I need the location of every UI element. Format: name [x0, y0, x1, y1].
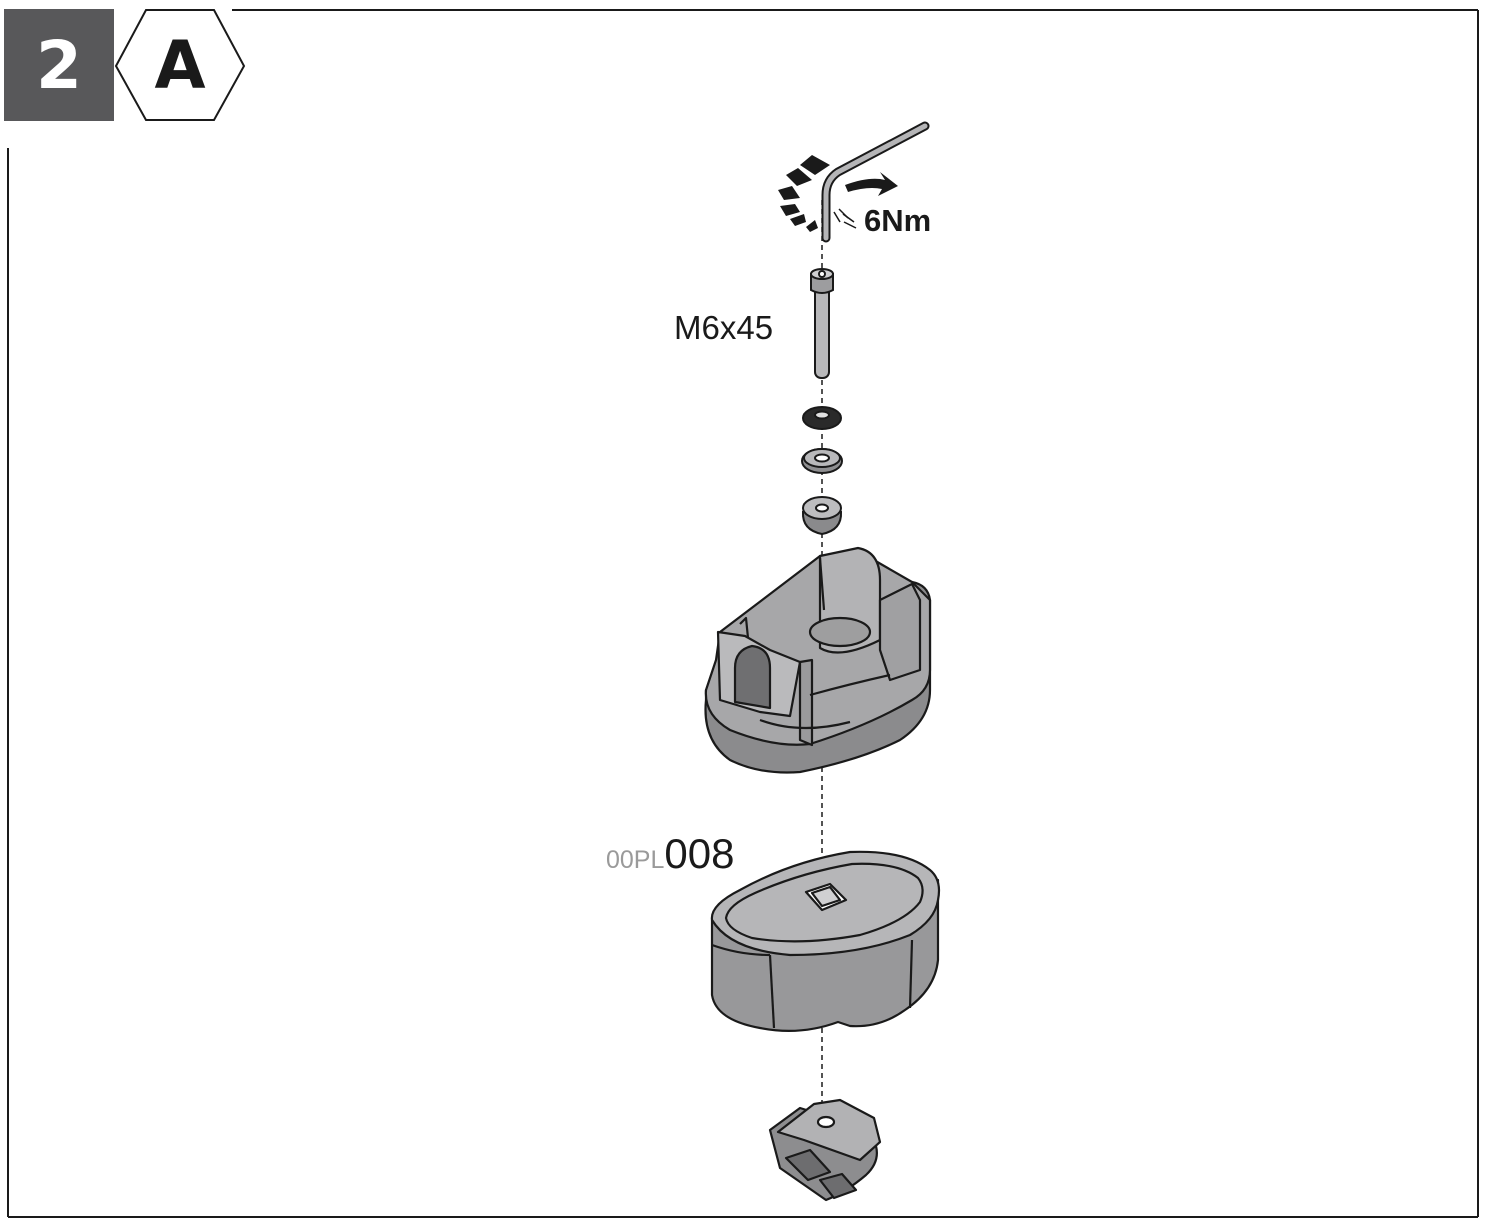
hex-key-icon: [821, 121, 930, 243]
spring-washer: [802, 406, 842, 430]
rotation-arrow-icon: [778, 155, 898, 232]
bracket-housing: [704, 546, 932, 774]
bolt-m6x45: [810, 268, 834, 379]
plastic-cover-00pl008: [710, 850, 941, 1032]
step-number-box: 2: [4, 9, 114, 121]
variant-hexagon: [114, 9, 246, 121]
variant-letter: A: [154, 26, 206, 104]
clip-nut: [768, 1098, 882, 1202]
domed-washer: [801, 496, 843, 536]
page-frame: [7, 9, 1479, 1218]
variant-badge: A: [116, 10, 244, 120]
flat-washer: [801, 448, 843, 474]
torque-label: 6Nm: [864, 203, 932, 238]
part-code-number: 008: [664, 830, 735, 877]
part-code-label: 00PL008: [606, 830, 734, 878]
bolt-spec-label: M6x45: [674, 309, 774, 346]
part-code-prefix: 00PL: [606, 846, 665, 874]
step-number: 2: [36, 26, 82, 104]
